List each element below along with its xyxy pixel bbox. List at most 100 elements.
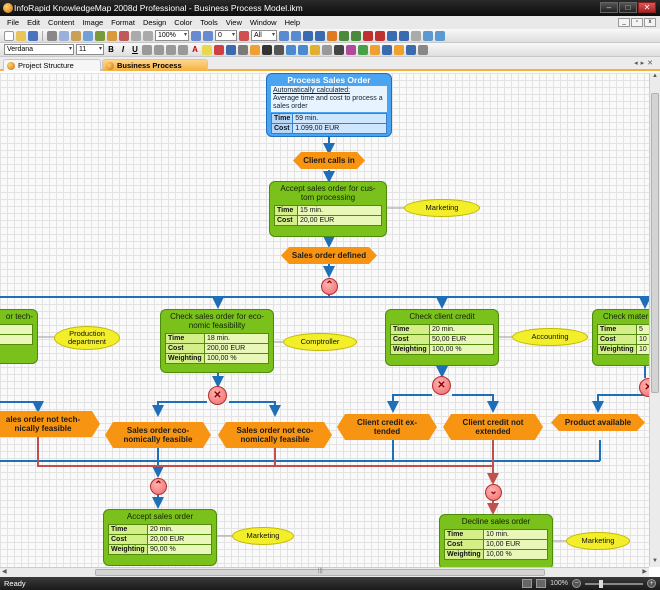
horizontal-scrollbar[interactable]: ◀ ||| ▶ <box>0 567 649 577</box>
scroll-left-icon[interactable]: ◀ <box>2 569 7 575</box>
event-not-tech-feasible[interactable]: ales order not tech- nically feasible <box>0 411 100 437</box>
diagram-canvas[interactable]: Process Sales Order Automatically calcul… <box>0 73 649 567</box>
grid-icon[interactable] <box>382 44 392 55</box>
redo-icon[interactable] <box>143 30 153 41</box>
event-econ-feasible[interactable]: Sales order eco- nomically feasible <box>105 422 211 448</box>
copy-icon[interactable] <box>59 30 69 41</box>
snap-icon[interactable] <box>394 44 404 55</box>
menu-design[interactable]: Design <box>142 18 167 27</box>
group-icon[interactable] <box>406 44 416 55</box>
check-technical-feasibility-node[interactable]: or tech- UR 6 <box>0 309 38 364</box>
bold-icon[interactable]: B <box>108 45 114 54</box>
undo-icon[interactable] <box>131 30 141 41</box>
graph-icon[interactable] <box>322 44 332 55</box>
table-icon[interactable] <box>298 44 308 55</box>
horizontal-scroll-thumb[interactable] <box>95 569 545 576</box>
menu-help[interactable]: Help <box>284 18 300 27</box>
close-button[interactable]: ✕ <box>638 2 656 13</box>
new-icon[interactable] <box>4 30 14 41</box>
menu-window[interactable]: Window <box>249 18 277 27</box>
help-icon[interactable] <box>435 30 445 41</box>
shape-icon[interactable] <box>250 44 260 55</box>
undo2-icon[interactable] <box>303 30 313 41</box>
insert-icon[interactable] <box>95 30 105 41</box>
unit-marketing[interactable]: Marketing <box>566 532 630 550</box>
print-icon[interactable] <box>83 30 93 41</box>
view-fit-icon[interactable] <box>536 579 547 588</box>
check-economic-feasibility-node[interactable]: Check sales order for eco- nomic feasibi… <box>160 309 274 373</box>
maximize-button[interactable]: □ <box>619 2 637 13</box>
vertical-scroll-thumb[interactable] <box>651 93 659 393</box>
rotate-icon[interactable] <box>334 44 344 55</box>
process-sales-order-node[interactable]: Process Sales Order Automatically calcul… <box>266 73 392 137</box>
zoom-out-icon[interactable] <box>203 30 213 41</box>
cut-icon[interactable] <box>47 30 57 41</box>
mail-icon[interactable] <box>423 30 433 41</box>
menu-tools[interactable]: Tools <box>200 18 218 27</box>
menu-color[interactable]: Color <box>174 18 193 27</box>
tab-business-process-model[interactable]: Business Process Model.ikm <box>102 59 208 82</box>
unit-marketing[interactable]: Marketing <box>404 199 480 217</box>
zoom-in-icon[interactable] <box>191 30 201 41</box>
zoom-in-icon[interactable]: + <box>647 579 656 588</box>
unit-comptroller[interactable]: Comptroller <box>283 333 357 351</box>
zoom-slider[interactable] <box>585 579 643 588</box>
auto-calc-link[interactable]: Automatically calculated: <box>273 87 351 94</box>
unit-accounting[interactable]: Accounting <box>512 328 588 346</box>
filter-icon[interactable] <box>239 30 249 41</box>
remove-icon[interactable] <box>363 30 373 41</box>
scroll-up-icon[interactable]: ▲ <box>652 73 658 79</box>
mdi-restore-button[interactable]: ▫ <box>631 18 643 27</box>
scroll-right-icon[interactable]: ▶ <box>642 569 647 575</box>
menu-file[interactable]: File <box>7 18 20 27</box>
remove-all-icon[interactable] <box>375 30 385 41</box>
scroll-down-icon[interactable]: ▼ <box>652 558 658 564</box>
minimize-button[interactable]: – <box>600 2 618 13</box>
align-right-icon[interactable] <box>166 44 176 55</box>
event-not-econ-feasible[interactable]: Sales order not eco- nomically feasible <box>218 422 332 448</box>
menu-image[interactable]: Image <box>82 18 104 27</box>
and-gate-icon[interactable]: ⌃ <box>321 278 338 295</box>
menu-content[interactable]: Content <box>48 18 75 27</box>
menu-view[interactable]: View <box>225 18 242 27</box>
forward-icon[interactable] <box>291 30 301 41</box>
mdi-close-button[interactable]: x <box>644 18 656 27</box>
redo2-icon[interactable] <box>315 30 325 41</box>
note-icon[interactable] <box>310 44 320 55</box>
connector-icon[interactable] <box>226 44 236 55</box>
image-icon[interactable] <box>286 44 296 55</box>
unit-marketing[interactable]: Marketing <box>232 527 294 545</box>
ungroup-icon[interactable] <box>418 44 428 55</box>
underline-icon[interactable]: U <box>132 45 138 54</box>
unit-production[interactable]: Production department <box>54 326 120 350</box>
tab-scroll-controls[interactable]: ◂▸✕ <box>634 60 656 67</box>
xor-gate-icon[interactable]: ✕ <box>208 386 227 405</box>
line-width-select[interactable]: 0 <box>215 30 237 41</box>
layout-icon[interactable] <box>370 44 380 55</box>
line-color-icon[interactable] <box>214 44 224 55</box>
xor-gate-icon[interactable]: ✕ <box>432 376 451 395</box>
zoom-select[interactable]: 100% <box>155 30 189 41</box>
menu-format[interactable]: Format <box>111 18 135 27</box>
align-left-icon[interactable] <box>142 44 152 55</box>
event-credit-extended[interactable]: Client credit ex- tended <box>337 414 437 440</box>
and-gate-icon[interactable]: ⌃ <box>150 478 167 495</box>
filter-select[interactable]: All <box>251 30 277 41</box>
font-select[interactable]: Verdana <box>4 44 74 55</box>
align-center-icon[interactable] <box>154 44 164 55</box>
db-icon[interactable] <box>387 30 397 41</box>
save-icon[interactable] <box>28 30 38 41</box>
paste-icon[interactable] <box>71 30 81 41</box>
view-normal-icon[interactable] <box>522 579 533 588</box>
color-scheme-icon[interactable] <box>346 44 356 55</box>
font-size-select[interactable]: 11 <box>76 44 104 55</box>
calc-icon[interactable] <box>358 44 368 55</box>
line-weight-icon[interactable] <box>262 44 272 55</box>
event-client-calls[interactable]: Client calls in <box>293 152 365 169</box>
delete-icon[interactable] <box>119 30 129 41</box>
event-credit-not-extended[interactable]: Client credit not extended <box>443 414 543 440</box>
